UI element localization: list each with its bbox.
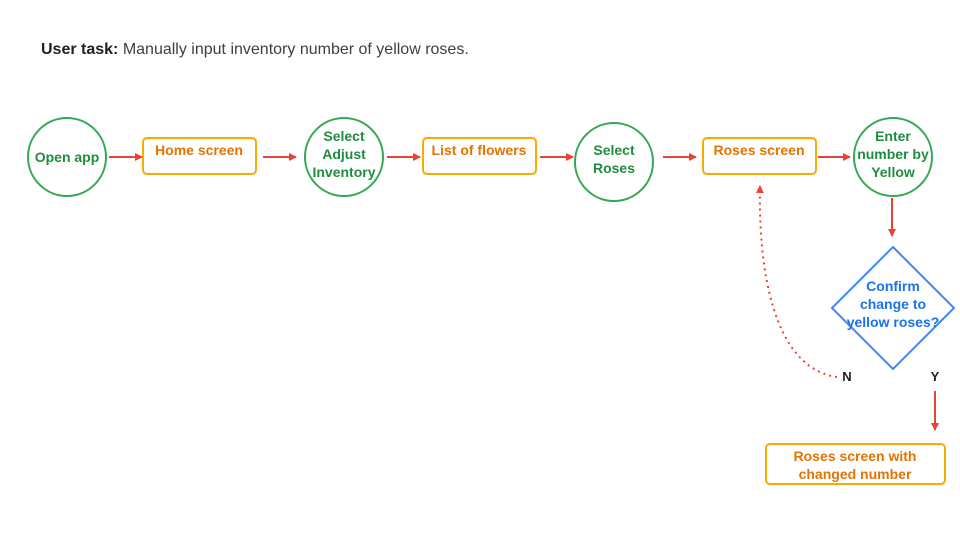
node-select-roses-line-1: Select xyxy=(593,142,635,158)
branch-label-yes: Y xyxy=(931,369,940,384)
user-task: User task: Manually input inventory numb… xyxy=(41,41,469,59)
node-confirm-line-3: yellow roses? xyxy=(847,314,940,330)
user-task-text: Manually input inventory number of yello… xyxy=(122,41,469,58)
branch-label-no: N xyxy=(842,369,851,384)
node-enter-number-line-3: Yellow xyxy=(871,164,915,180)
node-confirm-decision: Confirm change to yellow roses? xyxy=(830,245,956,371)
node-roses-changed-line-2: changed number xyxy=(799,466,912,482)
node-select-adjust-inventory-line-1: Select xyxy=(323,128,365,144)
node-home-screen: Home screen xyxy=(142,137,257,175)
node-select-roses: Select Roses xyxy=(574,122,654,202)
node-list-of-flowers-line-1: List of flowers xyxy=(432,142,527,158)
node-open-app-line-1: Open app xyxy=(35,149,100,165)
node-select-adjust-inventory: Select Adjust Inventory xyxy=(304,117,384,197)
node-roses-screen-line-1: Roses screen xyxy=(713,142,804,158)
node-confirm-line-1: Confirm xyxy=(866,278,920,294)
node-open-app: Open app xyxy=(27,117,107,197)
user-task-label: User task: xyxy=(41,41,119,58)
node-enter-number-line-2: number by xyxy=(857,146,929,162)
node-select-roses-line-2: Roses xyxy=(593,160,635,176)
flow-arrows xyxy=(109,153,939,431)
node-roses-screen: Roses screen xyxy=(702,137,817,175)
node-list-of-flowers: List of flowers xyxy=(422,137,537,175)
node-confirm-line-2: change to xyxy=(860,296,926,312)
node-roses-screen-changed: Roses screen with changed number xyxy=(765,443,946,485)
node-select-adjust-inventory-line-3: Inventory xyxy=(312,164,375,180)
node-select-adjust-inventory-line-2: Adjust xyxy=(322,146,366,162)
node-enter-number-line-1: Enter xyxy=(875,128,911,144)
node-home-screen-line-1: Home screen xyxy=(155,142,243,158)
node-roses-changed-line-1: Roses screen with xyxy=(794,448,917,464)
node-enter-number: Enter number by Yellow xyxy=(853,117,933,197)
arrow-no-back-to-roses-screen xyxy=(755,185,838,378)
